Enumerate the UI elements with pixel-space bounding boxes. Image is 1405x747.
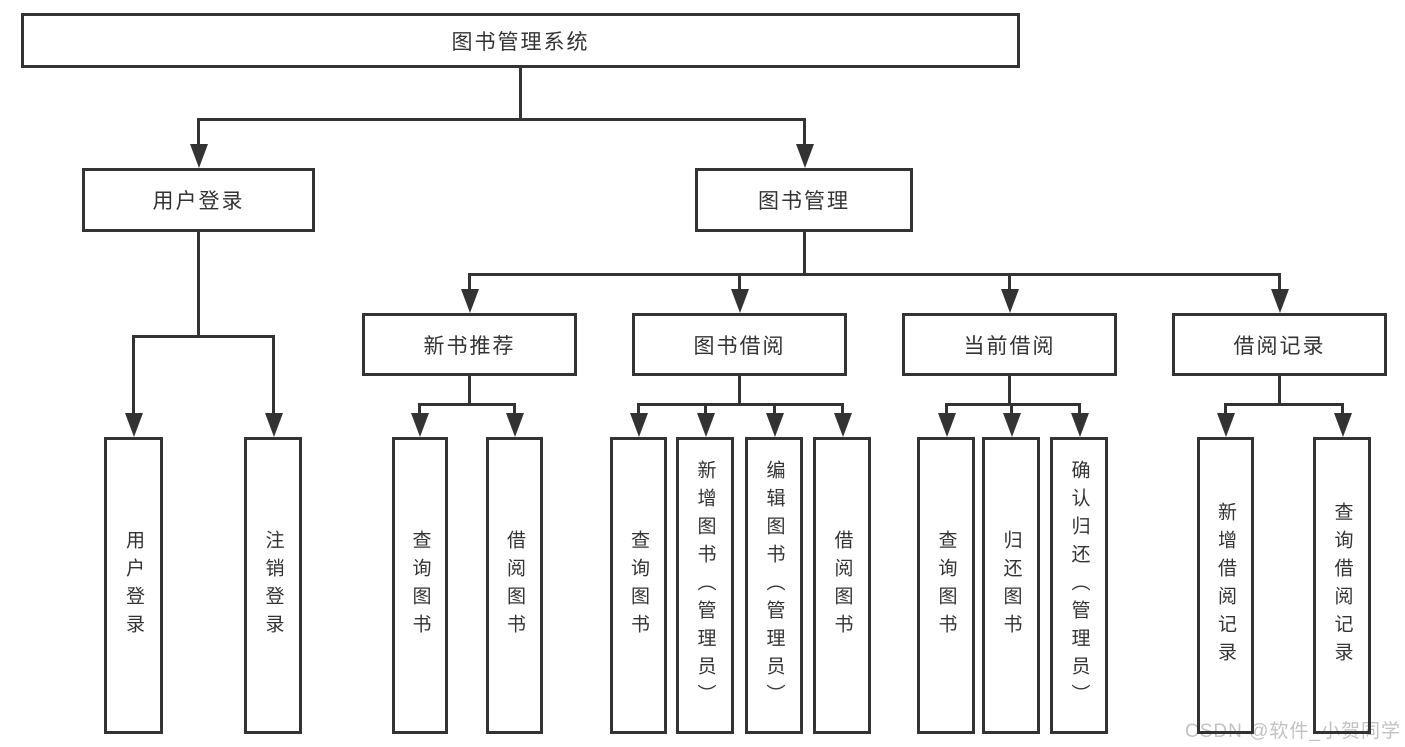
connector-arrow-down	[937, 403, 956, 437]
connector-line	[468, 273, 1281, 276]
connector-arrow-down	[505, 403, 524, 437]
connector-arrow-down	[1000, 273, 1019, 313]
csdn-watermark: CSDN @软件_小贺同学	[1185, 721, 1401, 742]
node-new-book-recommend: 新书推荐	[362, 313, 577, 376]
leaf-query-books: 查询图书	[917, 437, 975, 734]
leaf-add-borrow-record: 新增借阅记录	[1197, 437, 1254, 734]
connector-line	[945, 403, 1081, 406]
connector-line	[519, 68, 522, 121]
leaf-query-books: 查询图书	[392, 437, 448, 734]
connector-arrow-down	[765, 403, 784, 437]
leaf-logout: 注销登录	[244, 437, 302, 734]
connector-arrow-down	[460, 273, 479, 313]
connector-arrow-down	[1070, 403, 1089, 437]
connector-line	[133, 335, 275, 338]
leaf-return-book: 归还图书	[982, 437, 1040, 734]
connector-arrow-down	[410, 403, 429, 437]
node-user-login: 用户登录	[82, 168, 315, 232]
connector-line	[468, 376, 471, 406]
leaf-user-login: 用户登录	[104, 437, 163, 734]
connector-arrow-down	[795, 118, 814, 168]
connector-arrow-down	[1270, 273, 1289, 313]
node-book-borrowing: 图书借阅	[632, 313, 847, 376]
leaf-borrow-books: 借阅图书	[486, 437, 543, 734]
connector-arrow-down	[264, 335, 283, 437]
connector-line	[1224, 403, 1344, 406]
connector-line	[738, 376, 741, 406]
leaf-confirm-return-admin: 确认归还（管理员）	[1050, 437, 1108, 734]
node-library-management-system: 图书管理系统	[21, 13, 1020, 68]
leaf-borrow-books: 借阅图书	[813, 437, 871, 734]
connector-arrow-down	[124, 335, 143, 437]
connector-arrow-down	[1216, 403, 1235, 437]
connector-arrow-down	[629, 403, 648, 437]
connector-line	[197, 232, 200, 338]
leaf-edit-book-admin: 编辑图书（管理员）	[745, 437, 803, 734]
connector-arrow-down	[1333, 403, 1352, 437]
node-borrowing-records: 借阅记录	[1172, 313, 1387, 376]
connector-line	[197, 118, 806, 121]
leaf-query-books: 查询图书	[610, 437, 667, 734]
connector-line	[419, 403, 516, 406]
connector-arrow-down	[1002, 403, 1021, 437]
connector-line	[637, 403, 844, 406]
leaf-add-book-admin: 新增图书（管理员）	[676, 437, 734, 734]
connector-arrow-down	[189, 118, 208, 168]
connector-line	[1278, 376, 1281, 406]
leaf-query-borrow-record: 查询借阅记录	[1313, 437, 1371, 734]
connector-line	[1008, 376, 1011, 406]
connector-line	[803, 232, 806, 276]
connector-arrow-down	[833, 403, 852, 437]
node-current-borrowing: 当前借阅	[902, 313, 1117, 376]
node-book-management: 图书管理	[695, 168, 913, 232]
connector-arrow-down	[696, 403, 715, 437]
connector-arrow-down	[730, 273, 749, 313]
